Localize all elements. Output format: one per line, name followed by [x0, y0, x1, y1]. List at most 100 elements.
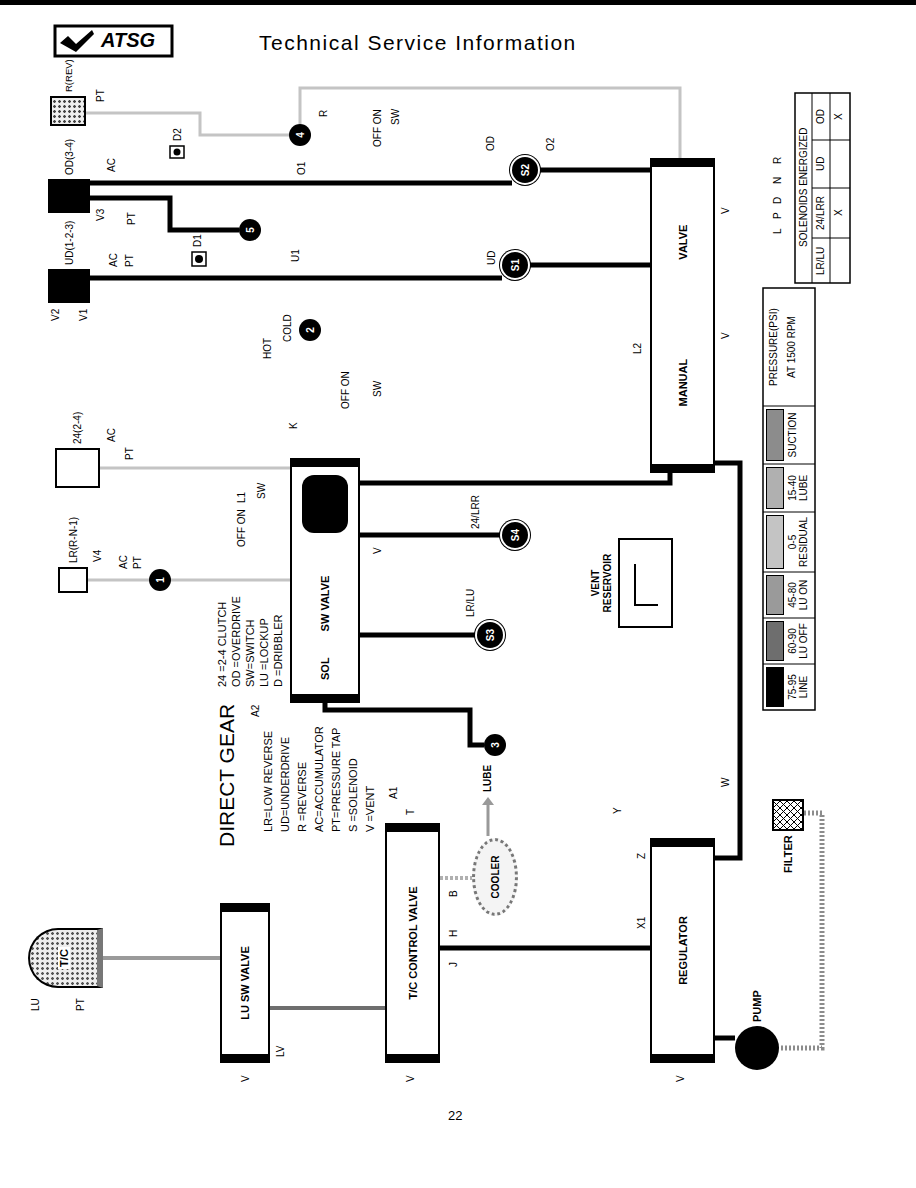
- diagram-label: OD =OVERDRIVE: [230, 595, 243, 688]
- solenoid-number: S4: [510, 529, 521, 541]
- legend-text: 0-5 RESIDUAL: [787, 514, 809, 570]
- hydraulic-line: [103, 956, 220, 960]
- diagram-label: COLD: [282, 313, 294, 343]
- filter-label: FILTER: [782, 835, 794, 873]
- legend-grid: [763, 406, 815, 664]
- callout-number: 5: [245, 227, 256, 233]
- diagram-title: DIRECT GEAR: [214, 703, 239, 848]
- valve-body: T/C CONTROL VALVE: [385, 823, 440, 1063]
- hydraulic-line: [88, 579, 149, 582]
- diagram-label: V: [720, 206, 732, 215]
- cooler: COOLER: [472, 838, 518, 916]
- legend-swatch: [766, 409, 784, 461]
- diagram-label: A2: [250, 704, 262, 718]
- diagram-label: V2: [50, 308, 62, 322]
- check-ball: 1: [149, 569, 171, 591]
- hydraulic-line: [300, 88, 680, 158]
- clutch-label: 24(2-4): [72, 412, 83, 444]
- diagram-label: SW: [256, 482, 268, 500]
- valve-body: LU SW VALVE: [220, 903, 270, 1063]
- converter-label: T/C: [58, 947, 70, 969]
- solenoid: S3: [477, 622, 503, 648]
- diagram-label: PT: [126, 211, 138, 226]
- clutch-assembly: R(REV): [50, 59, 86, 126]
- solenoid: S4: [502, 522, 528, 548]
- legend-text: 45-80 LU ON: [787, 574, 809, 616]
- diagram-label: V =VENT: [364, 785, 377, 833]
- solenoid-table-grid: [812, 93, 850, 283]
- diagram-label: PT=PRESSURE TAP: [330, 727, 343, 833]
- clutch-assembly: 24(2-4): [55, 412, 100, 488]
- valve-label: LU SW VALVE: [239, 946, 251, 1020]
- hydraulic-line: [270, 1006, 385, 1010]
- pump-label: PUMP: [751, 990, 763, 1022]
- dribbler: [192, 252, 206, 266]
- valve-label: SW VALVE: [319, 576, 331, 632]
- lube-arrowhead: [482, 797, 494, 805]
- diagram-label: H: [448, 929, 460, 938]
- solenoid-table-frame: [795, 93, 850, 283]
- solenoid-number: S2: [520, 164, 531, 176]
- hydraulic-line: [440, 876, 472, 880]
- diagram-label: T: [405, 808, 417, 816]
- reservoir-baffle: [634, 564, 658, 606]
- diagram-label: W: [720, 777, 732, 788]
- diagram-label: A1: [388, 786, 400, 800]
- header-text: ATSG: [100, 28, 156, 52]
- diagram-label: S =SOLENOID: [347, 757, 360, 833]
- header-text: Technical Service Information: [258, 30, 578, 55]
- hydraulic-line: [715, 463, 740, 858]
- diagram-label: L: [772, 227, 784, 235]
- diagram-label: 24 =2-4 CLUTCH: [216, 601, 229, 688]
- diagram-label: LV: [275, 1045, 287, 1059]
- diagram-label: J: [448, 961, 460, 968]
- clutch-piston: [48, 179, 90, 213]
- legend-text: 15-40 LUBE: [787, 466, 809, 510]
- check-ball: 3: [484, 734, 506, 756]
- pump-rotor: [735, 1026, 779, 1070]
- diagram-label: Z: [636, 852, 648, 860]
- hydraulic-line: [171, 579, 290, 582]
- cooler-label: COOLER: [490, 856, 501, 899]
- diagram-label: AC: [106, 157, 118, 173]
- clutch-piston: [50, 96, 86, 126]
- diagram-label: R: [772, 156, 784, 165]
- hydraulic-line: [715, 1036, 735, 1041]
- legend-frame: [763, 288, 815, 710]
- diagram-label: X: [833, 208, 845, 217]
- hydraulic-line: [90, 181, 512, 186]
- vent-reservoir: VENT RESERVOIR: [590, 538, 673, 628]
- diagram-label: LR/LU: [815, 246, 827, 276]
- hydraulic-line: [100, 467, 290, 470]
- diagram-label: OD: [815, 108, 827, 125]
- diagram-label: UD=UNDERDRIVE: [279, 736, 292, 833]
- diagram-label: K: [288, 421, 300, 430]
- clutch-piston: [58, 567, 88, 593]
- hydraulic-line: [360, 533, 502, 538]
- diagram-label: OFF ON: [236, 508, 248, 548]
- reservoir-outline: [618, 538, 673, 628]
- switch-solenoid: [302, 475, 348, 533]
- diagram-label: X: [833, 112, 845, 121]
- diagram-label: UD: [815, 156, 827, 172]
- legend-swatch: [766, 667, 784, 707]
- filter-element: [772, 799, 804, 831]
- hydraulic-line: [325, 703, 484, 745]
- legend-text: SUCTION: [787, 408, 798, 462]
- diagram-label: LU =LOCKUP: [258, 617, 271, 688]
- valve-body: SOLSW VALVE: [290, 458, 360, 703]
- hydraulic-line: [360, 633, 477, 638]
- diagram-label: AC: [106, 427, 118, 443]
- diagram-label: P: [772, 211, 784, 220]
- diagram-label: SW: [372, 380, 384, 398]
- clutch-assembly: OD(3-4): [48, 139, 90, 213]
- solenoid-number: S3: [485, 629, 496, 641]
- diagram-label: X1: [636, 916, 648, 930]
- dribbler-ball: [174, 149, 181, 156]
- diagram-label: B: [448, 889, 460, 898]
- diagram-label: AC: [108, 252, 120, 268]
- hydraulic-line: [86, 113, 289, 135]
- valve-label: MANUAL: [677, 359, 689, 407]
- diagram-label: O2: [545, 137, 557, 152]
- diagram-label: OFF ON: [372, 108, 384, 148]
